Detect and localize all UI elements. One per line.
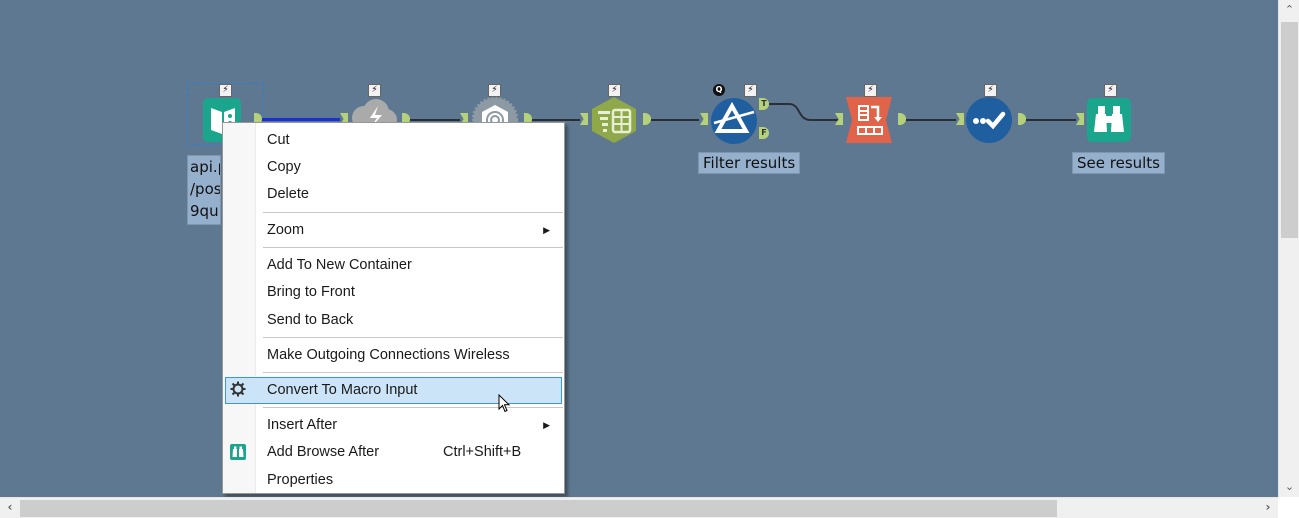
input-anchor[interactable]	[340, 113, 348, 125]
connection-line[interactable]	[651, 119, 699, 121]
check-circle-icon	[966, 97, 1012, 143]
false-anchor[interactable]: F	[759, 127, 769, 139]
workflow-canvas[interactable]: ⚡ api.p /pos 9qu ⚡ ⚡ ⚡ Q ⚡ T F Filter re…	[0, 0, 1278, 497]
vertical-scroll-thumb[interactable]	[1281, 22, 1298, 238]
menu-item-convert-to-macro-input[interactable]: Convert To Macro Input	[225, 377, 562, 404]
connection-line[interactable]	[532, 119, 580, 121]
menu-item-insert-after[interactable]: Insert After▶	[225, 413, 562, 437]
true-anchor[interactable]: T	[759, 98, 769, 110]
prism-icon	[711, 98, 757, 144]
tool-label-browse[interactable]: See results	[1072, 152, 1165, 174]
crosstab-icon	[846, 97, 892, 143]
tool-filter[interactable]	[710, 97, 757, 144]
menu-icon-gutter	[223, 123, 256, 493]
menu-separator	[263, 337, 563, 339]
gear-icon	[230, 381, 246, 397]
menu-separator	[263, 212, 563, 214]
binoculars-icon	[230, 444, 246, 460]
q-badge-icon: Q	[713, 84, 725, 96]
output-anchor[interactable]	[402, 113, 410, 125]
tool-text-to-columns[interactable]	[590, 96, 636, 143]
connection-line[interactable]	[410, 119, 460, 121]
menu-item-delete[interactable]: Delete	[267, 186, 309, 202]
input-anchor[interactable]	[580, 113, 588, 125]
tool-browse[interactable]	[1087, 98, 1131, 142]
connection-line[interactable]	[1026, 119, 1076, 121]
menu-item-add-to-new-container[interactable]: Add To New Container	[267, 257, 412, 273]
output-anchor[interactable]	[643, 113, 651, 125]
tool-select[interactable]	[966, 97, 1012, 143]
lightning-badge-icon: ⚡	[488, 84, 501, 97]
menu-item-cut[interactable]: Cut	[267, 132, 290, 148]
connection-line[interactable]	[906, 119, 956, 121]
scroll-right-button[interactable]: ›	[1265, 500, 1271, 514]
tool-label-input[interactable]: api.p /pos 9qu	[187, 155, 221, 225]
output-anchor[interactable]	[524, 113, 532, 125]
shortcut-text: Ctrl+Shift+B	[443, 444, 522, 460]
scrollbar-corner	[1278, 497, 1299, 518]
input-anchor[interactable]	[700, 113, 708, 125]
scroll-up-button[interactable]: ⌃	[1284, 3, 1295, 16]
output-anchor[interactable]	[254, 113, 262, 125]
lightning-badge-icon: ⚡	[368, 84, 381, 97]
menu-item-bring-to-front[interactable]: Bring to Front	[267, 284, 355, 300]
menu-separator	[263, 407, 563, 409]
lightning-badge-icon: ⚡	[984, 84, 997, 97]
menu-item-copy[interactable]: Copy	[267, 159, 301, 175]
connection-curve[interactable]	[769, 100, 839, 124]
input-anchor[interactable]	[460, 113, 468, 125]
context-menu: Cut Copy Delete Zoom▶ Add To New Contain…	[222, 122, 565, 494]
lightning-badge-icon: ⚡	[864, 84, 877, 97]
binoculars-icon	[1087, 98, 1131, 142]
input-anchor[interactable]	[835, 113, 843, 125]
lightning-badge-icon: ⚡	[1104, 84, 1117, 97]
menu-item-zoom[interactable]: Zoom▶	[225, 218, 562, 242]
connection-line[interactable]	[262, 118, 340, 121]
menu-item-make-outgoing-connections-wireless[interactable]: Make Outgoing Connections Wireless	[267, 347, 510, 363]
output-anchor[interactable]	[898, 113, 906, 125]
menu-item-properties[interactable]: Properties	[267, 472, 334, 488]
lightning-badge-icon: ⚡	[219, 84, 232, 97]
horizontal-scroll-thumb[interactable]	[20, 500, 1057, 517]
mouse-cursor-icon	[498, 394, 511, 413]
lightning-badge-icon: ⚡	[608, 84, 621, 97]
submenu-arrow-icon: ▶	[543, 225, 550, 235]
tool-cross-tab[interactable]	[846, 97, 892, 143]
tool-label-filter[interactable]: Filter results	[698, 152, 801, 174]
output-anchor[interactable]	[1018, 113, 1026, 125]
input-anchor[interactable]	[1076, 113, 1084, 125]
scroll-left-button[interactable]: ‹	[7, 500, 13, 514]
menu-separator	[263, 372, 563, 374]
horizontal-scrollbar[interactable]: ‹ ›	[0, 497, 1278, 518]
menu-item-send-to-back[interactable]: Send to Back	[267, 312, 354, 328]
scroll-down-button[interactable]: ⌄	[1284, 480, 1295, 493]
table-hexagon-icon	[592, 97, 636, 143]
menu-item-add-browse-after[interactable]: Add Browse After Ctrl+Shift+B	[225, 440, 562, 464]
input-anchor[interactable]	[956, 113, 964, 125]
vertical-scrollbar[interactable]: ⌃ ⌄	[1278, 0, 1299, 497]
menu-separator	[263, 247, 563, 249]
submenu-arrow-icon: ▶	[543, 420, 550, 430]
lightning-badge-icon: ⚡	[744, 84, 757, 97]
